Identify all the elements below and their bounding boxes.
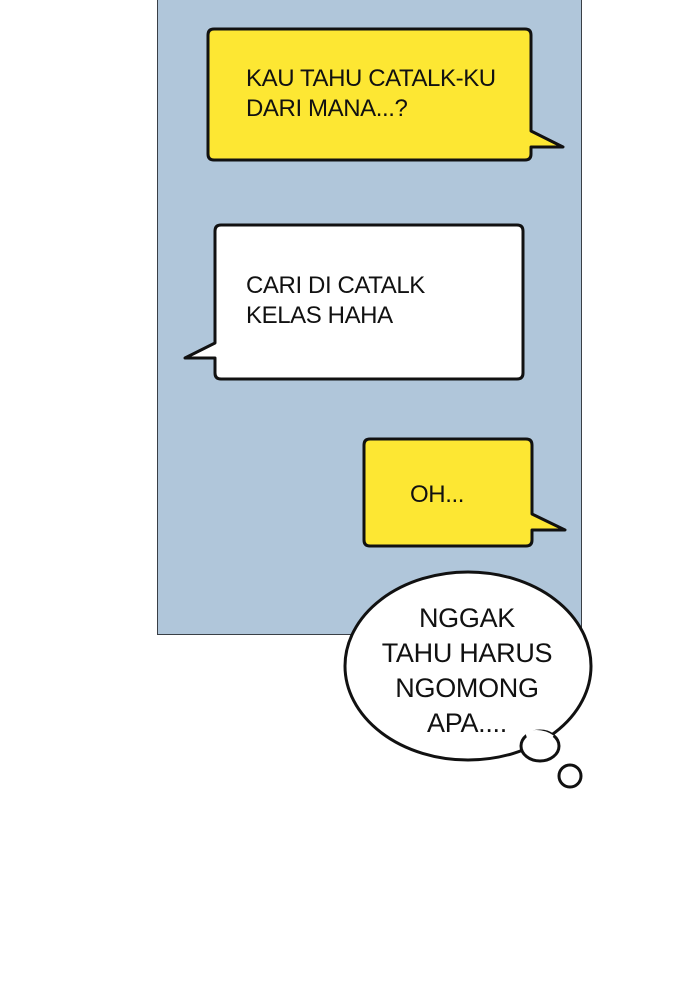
thought-bubble-text: NGGAK TAHU HARUS NGOMONG APA....	[381, 603, 553, 738]
chat-message-3-text: OH...	[410, 481, 465, 508]
thought-bubble-trail-small	[557, 763, 583, 789]
chat-message-1-text: KAU TAHU CATALK-KU DARI MANA...?	[246, 65, 496, 122]
chat-message-2-text: CARI DI CATALK KELAS HAHA	[246, 272, 425, 329]
